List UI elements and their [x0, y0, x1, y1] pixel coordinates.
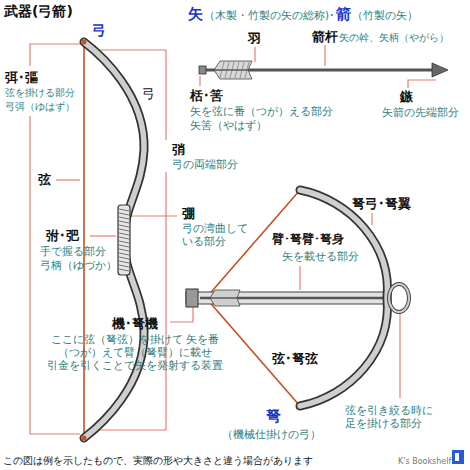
leader-lines [30, 44, 436, 434]
crossbow-trigger [186, 289, 198, 307]
part-name: 栝･筈 [190, 88, 223, 104]
arrow-fletching [214, 61, 252, 79]
grip-stroke [119, 225, 129, 227]
grip-stroke [119, 233, 129, 235]
diagram-title: 武器(弓箭) [4, 3, 73, 21]
bolt-fletching [210, 290, 240, 306]
part-note: ここに弦（弩弦）を掛けて 矢を番（つが）えて臂（弩臂）に載せ 引金を引くことで矢… [40, 333, 230, 372]
logo-icon [452, 450, 464, 464]
part-note: 弓柄（ゆづか） [40, 259, 117, 272]
heading-note: （機械仕掛けの弓） [222, 428, 321, 441]
grip-stroke [119, 253, 129, 255]
bow-limb-outline [84, 42, 144, 438]
part-note: 矢を載せる部分 [282, 250, 359, 263]
fletching-stroke [235, 62, 239, 78]
arrow-head [432, 63, 448, 77]
grip-stroke [119, 245, 129, 247]
part-name: 弸 [182, 206, 195, 222]
part-note: 弓の両端部分 [172, 158, 238, 171]
bow-tip [82, 436, 87, 441]
arrow-heading: 箭 [336, 5, 351, 24]
crossbow-heading: 弩 [266, 407, 281, 426]
grip-stroke [119, 257, 129, 259]
part-note: 弓弭（ゆはず） [5, 101, 75, 114]
grip-stroke [119, 209, 129, 211]
part-name: 弦 [38, 172, 51, 188]
grip-stroke [119, 221, 129, 223]
part-name: 弣･弝 [46, 228, 79, 244]
crossbow-limb [300, 190, 387, 406]
leader-line [324, 45, 325, 66]
fletching-lines [220, 62, 249, 78]
leader-line [399, 314, 400, 398]
caption: この図は例を示したもので、実際の形や大きさと違う場合があります [3, 455, 313, 468]
arrow-nock [199, 66, 206, 74]
part-name: 羽 [248, 31, 261, 47]
grip-stroke [119, 241, 129, 243]
fletching-stroke [245, 62, 249, 78]
crossbow-stirrup-inner [389, 284, 409, 312]
watermark: K's Bookshelf [398, 457, 451, 467]
fletching-stroke [225, 62, 229, 78]
bow-limb [84, 42, 144, 438]
fletching-stroke [240, 62, 244, 78]
leader-line [199, 76, 200, 86]
part-name: 箭杆 [312, 29, 338, 45]
part-note: 弦を掛ける部分 [5, 87, 75, 100]
grip-stroke [119, 261, 129, 263]
part-name: 鏃 [400, 89, 413, 105]
heading-note: （竹製の矢） [352, 9, 418, 22]
part-name: 弰 [172, 142, 185, 158]
leader-line [92, 50, 166, 430]
grip-stroke [119, 237, 129, 239]
part-name: 弩弓･弩翼 [352, 196, 411, 212]
part-name: 弓 [142, 86, 155, 102]
part-note: 手で握る部分 [40, 245, 106, 258]
grip-stroke [119, 213, 129, 215]
part-name: 弦･弩弦 [272, 351, 318, 367]
grip-stroke [119, 249, 129, 251]
bow-tip [82, 40, 87, 45]
leader-line [90, 235, 116, 236]
leader-line [170, 306, 193, 322]
part-note: 矢の幹、矢柄（やがら） [339, 32, 449, 45]
crossbow-stirrup [389, 284, 409, 312]
leader-line [408, 80, 436, 88]
grip-stroke [119, 269, 129, 271]
part-name: 臂･弩臂･弩身 [272, 232, 344, 247]
fletching-stroke [230, 62, 234, 78]
crossbow-limb-outline [300, 190, 387, 406]
fletching-stroke [220, 62, 224, 78]
leader-line [130, 215, 177, 216]
grip-stroke [119, 265, 129, 267]
logo-icon-mark [455, 453, 459, 461]
grip-wrap [119, 209, 129, 271]
grip-stroke [119, 217, 129, 219]
leader-line [254, 47, 255, 62]
arrow-heading: 矢 [188, 5, 203, 24]
part-note: 弓の湾曲して いる部分 [182, 222, 256, 248]
leader-line [371, 213, 372, 225]
part-note: 矢箭の先端部分 [382, 106, 459, 119]
leader-line [299, 266, 300, 290]
grip-stroke [119, 229, 129, 231]
heading-note: （木製・竹製の矢の総称)･ [204, 9, 335, 22]
part-note: 矢筈（やはず） [190, 119, 267, 132]
part-name: 弭･彄 [5, 70, 38, 86]
bow-string [83, 42, 85, 438]
bow-heading: 弓 [92, 22, 106, 40]
part-name: 機･弩機 [40, 316, 230, 332]
part-note: 弦を引き絞る時に 足を掛ける部分 [345, 404, 455, 430]
bow-grip [118, 205, 130, 275]
leader-line [56, 179, 80, 180]
part-note: 矢を弦に番（つが）える部分 [190, 105, 333, 118]
